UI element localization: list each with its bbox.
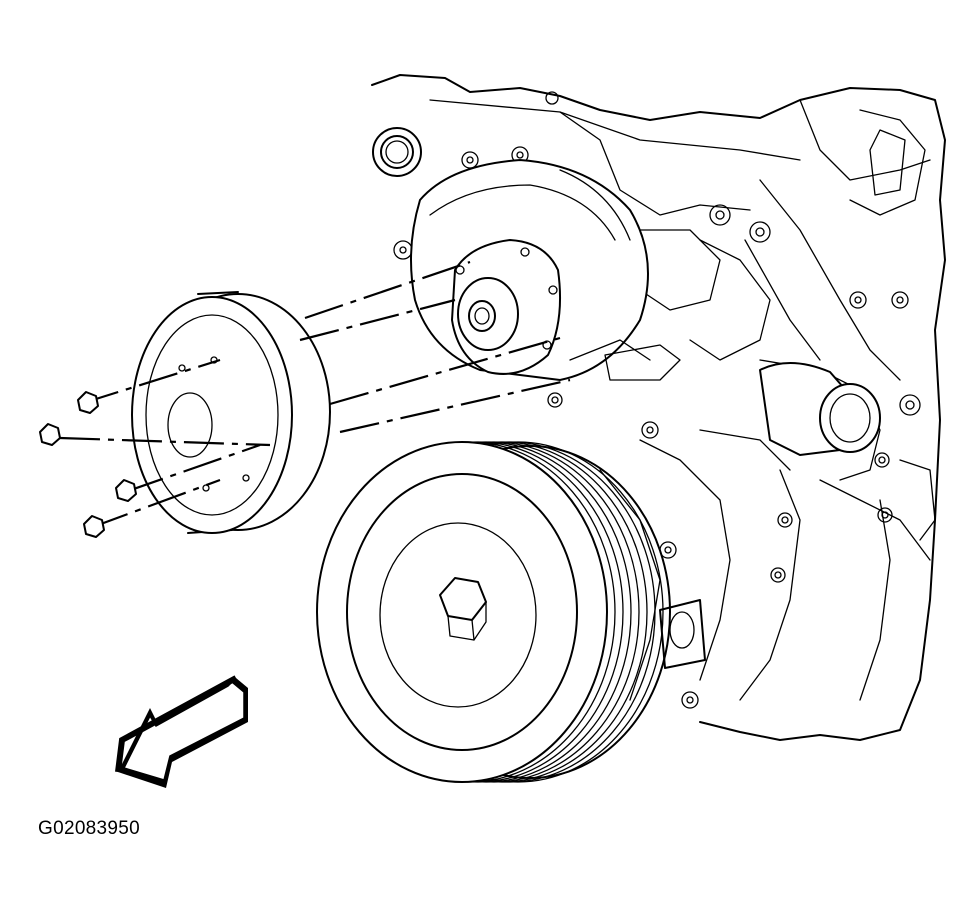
- water-pump-pulley: [131, 291, 331, 534]
- front-direction-arrow-icon: [115, 675, 248, 788]
- crankshaft-balancer: [316, 441, 671, 783]
- bolt: [115, 479, 137, 502]
- bolt: [39, 423, 61, 446]
- bolt: [77, 391, 99, 414]
- pulley-bolts: [39, 391, 137, 538]
- figure-id-label: G02083950: [38, 818, 141, 839]
- water-pump: [410, 159, 681, 381]
- alignment-lines: [59, 260, 571, 530]
- bolt: [83, 515, 105, 538]
